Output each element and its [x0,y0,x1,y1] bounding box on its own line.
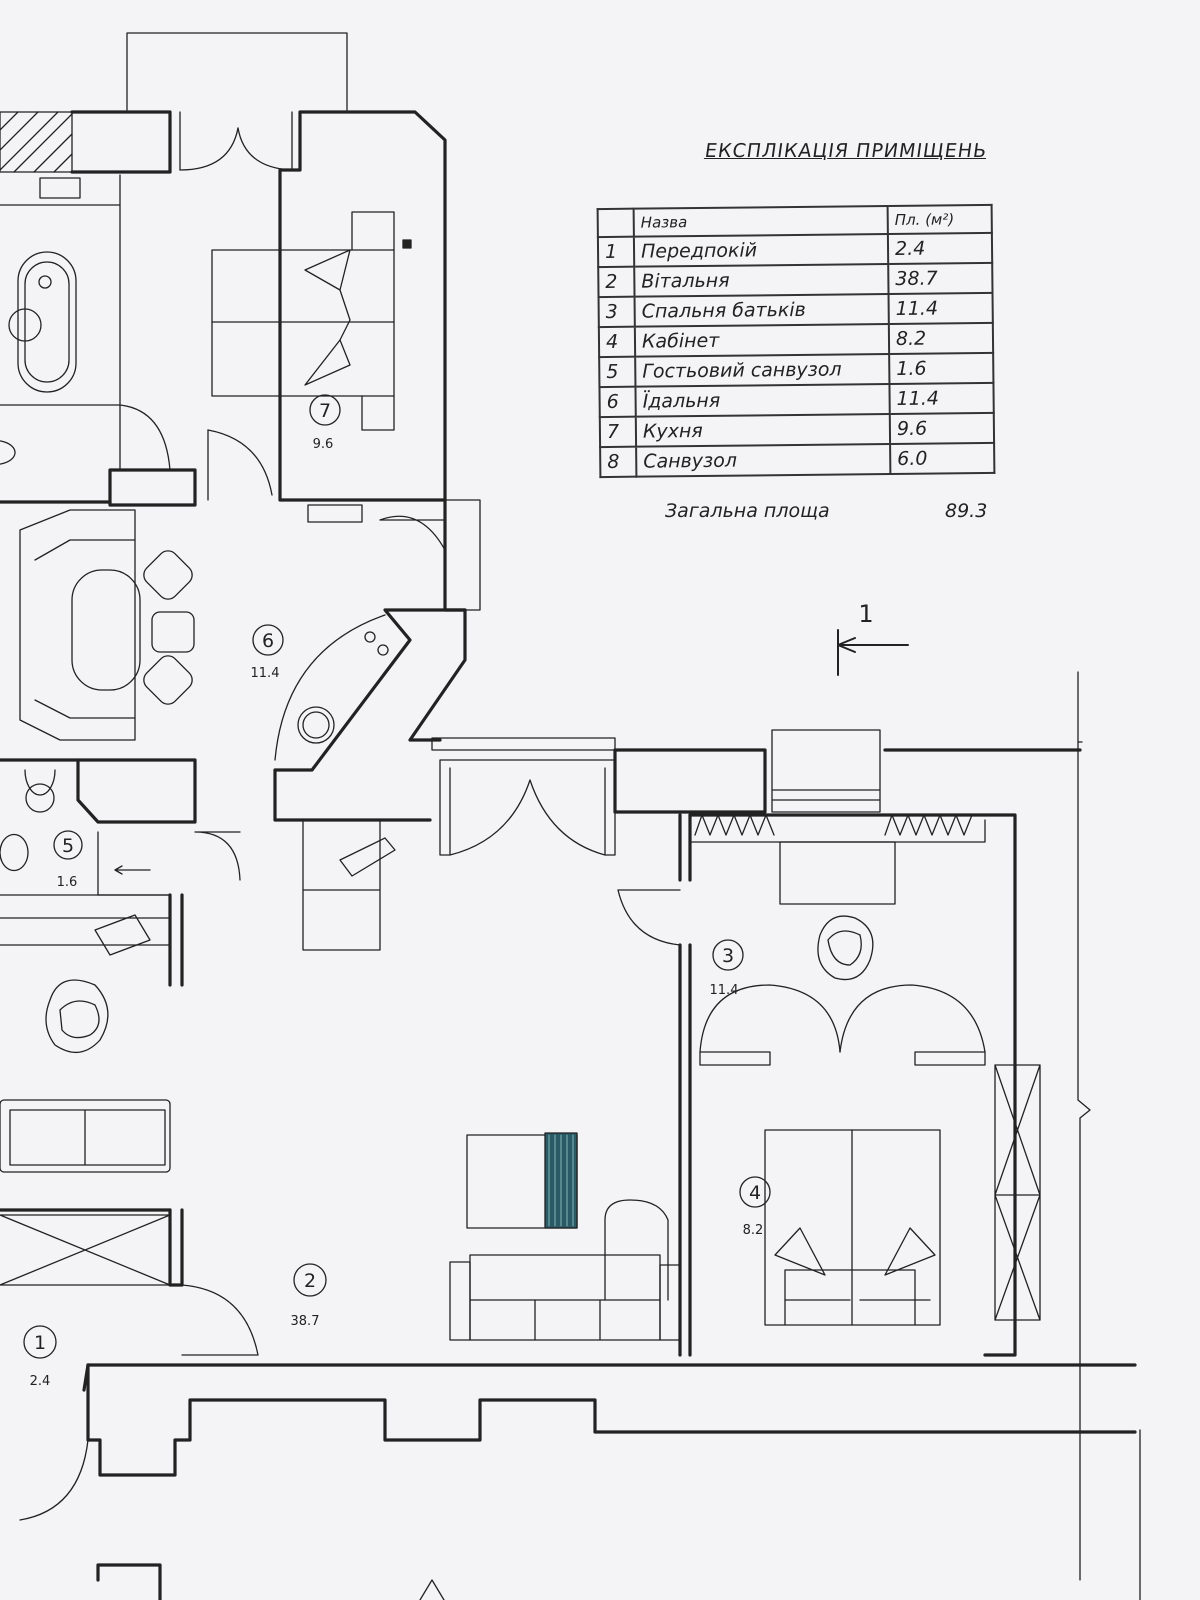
room-6-area: 11.4 [251,666,280,681]
row-name: Кабінет [634,324,890,357]
row-num: 4 [598,326,636,358]
header-area: Пл. (м²) [887,204,992,235]
balcony-outline [126,32,348,111]
room-2-number: 2 [304,1270,316,1292]
sofa-left [0,1099,171,1173]
table-row: 4 Кабінет 8.2 [598,322,994,358]
bed [764,1129,941,1326]
total-label: Загальна площа [665,500,830,522]
row-num: 1 [597,236,635,268]
row-area: 6.0 [890,442,995,475]
kitchen-wall [278,110,447,502]
explication-title: ЕКСПЛІКАЦІЯ ПРИМІЩЕНЬ [703,140,989,162]
row-name: Гостьовий санвузол [635,354,890,387]
table-row: 3 Спальня батьків 11.4 [598,292,993,328]
row-num: 2 [598,266,635,298]
armchair [45,979,109,1053]
room-marker-5: 5 1.6 [53,830,83,890]
room-3-number: 3 [722,945,734,967]
table-row: 6 Їдальня 11.4 [599,382,994,418]
table-header-row: Назва Пл. (м²) [597,204,992,238]
room-1-area: 2.4 [30,1374,51,1389]
row-name: Кухня [635,414,891,447]
header-num [597,208,634,238]
room-marker-3: 3 11.4 [710,939,744,998]
row-name: Передпокій [633,234,889,267]
row-area: 1.6 [889,352,994,385]
room-6-number: 6 [262,630,274,652]
room-marker-4: 4 8.2 [739,1176,771,1238]
sofa [449,1199,681,1341]
table-row: 1 Передпокій 2.4 [597,232,993,268]
row-area: 9.6 [889,412,995,445]
room-2-area: 38.7 [291,1314,320,1329]
explication-table: Назва Пл. (м²) 1 Передпокій 2.4 2 Віталь… [597,204,996,478]
dining-table [19,509,195,741]
door-swing [179,127,239,171]
table-row: 5 Гостьовий санвузол 1.6 [599,352,994,388]
room-marker-1: 1 2.4 [23,1325,57,1389]
row-name: Спальня батьків [634,294,889,327]
row-area: 2.4 [887,232,993,265]
room-marker-7: 7 9.6 [309,394,341,452]
row-area: 8.2 [888,322,994,355]
room-7-area: 9.6 [313,437,334,452]
row-name: Вітальня [634,264,889,297]
total-value: 89.3 [945,500,988,522]
bath-sink [39,177,81,199]
bedroom-armchair [817,915,874,981]
bathtub [17,251,77,393]
wall-segment [613,748,767,814]
row-num: 8 [600,446,637,478]
row-area: 11.4 [888,292,993,325]
corner-counter [274,614,389,761]
row-num: 3 [598,296,635,328]
table-row: 8 Санвузол 6.0 [600,442,995,478]
row-area: 11.4 [889,382,994,415]
room-marker-6: 6 11.4 [251,624,284,681]
table-row: 2 Вітальня 38.7 [598,262,993,298]
kitchen-island [211,211,395,431]
row-num: 5 [599,356,636,388]
row-area: 38.7 [888,262,993,295]
room-5-area: 1.6 [57,875,78,890]
room-4-number: 4 [749,1182,761,1204]
room-1-number: 1 [34,1332,46,1354]
total-area: Загальна площа 89.3 [665,500,987,522]
tv-unit [779,841,896,905]
row-name: Їдальня [635,384,890,417]
header-name: Назва [633,206,888,237]
room-7-number: 7 [319,400,331,422]
section-mark-label: 1 [858,600,873,628]
kitchen-counter [108,468,197,507]
row-num: 6 [599,386,636,418]
hatched-column [0,111,73,173]
room-marker-2: 2 38.7 [291,1263,327,1329]
room-3-area: 11.4 [710,983,739,998]
room-5-number: 5 [62,835,74,857]
row-num: 7 [599,416,637,448]
room-4-area: 8.2 [743,1223,764,1238]
table-row: 7 Кухня 9.6 [599,412,995,448]
row-name: Санвузол [636,444,891,477]
